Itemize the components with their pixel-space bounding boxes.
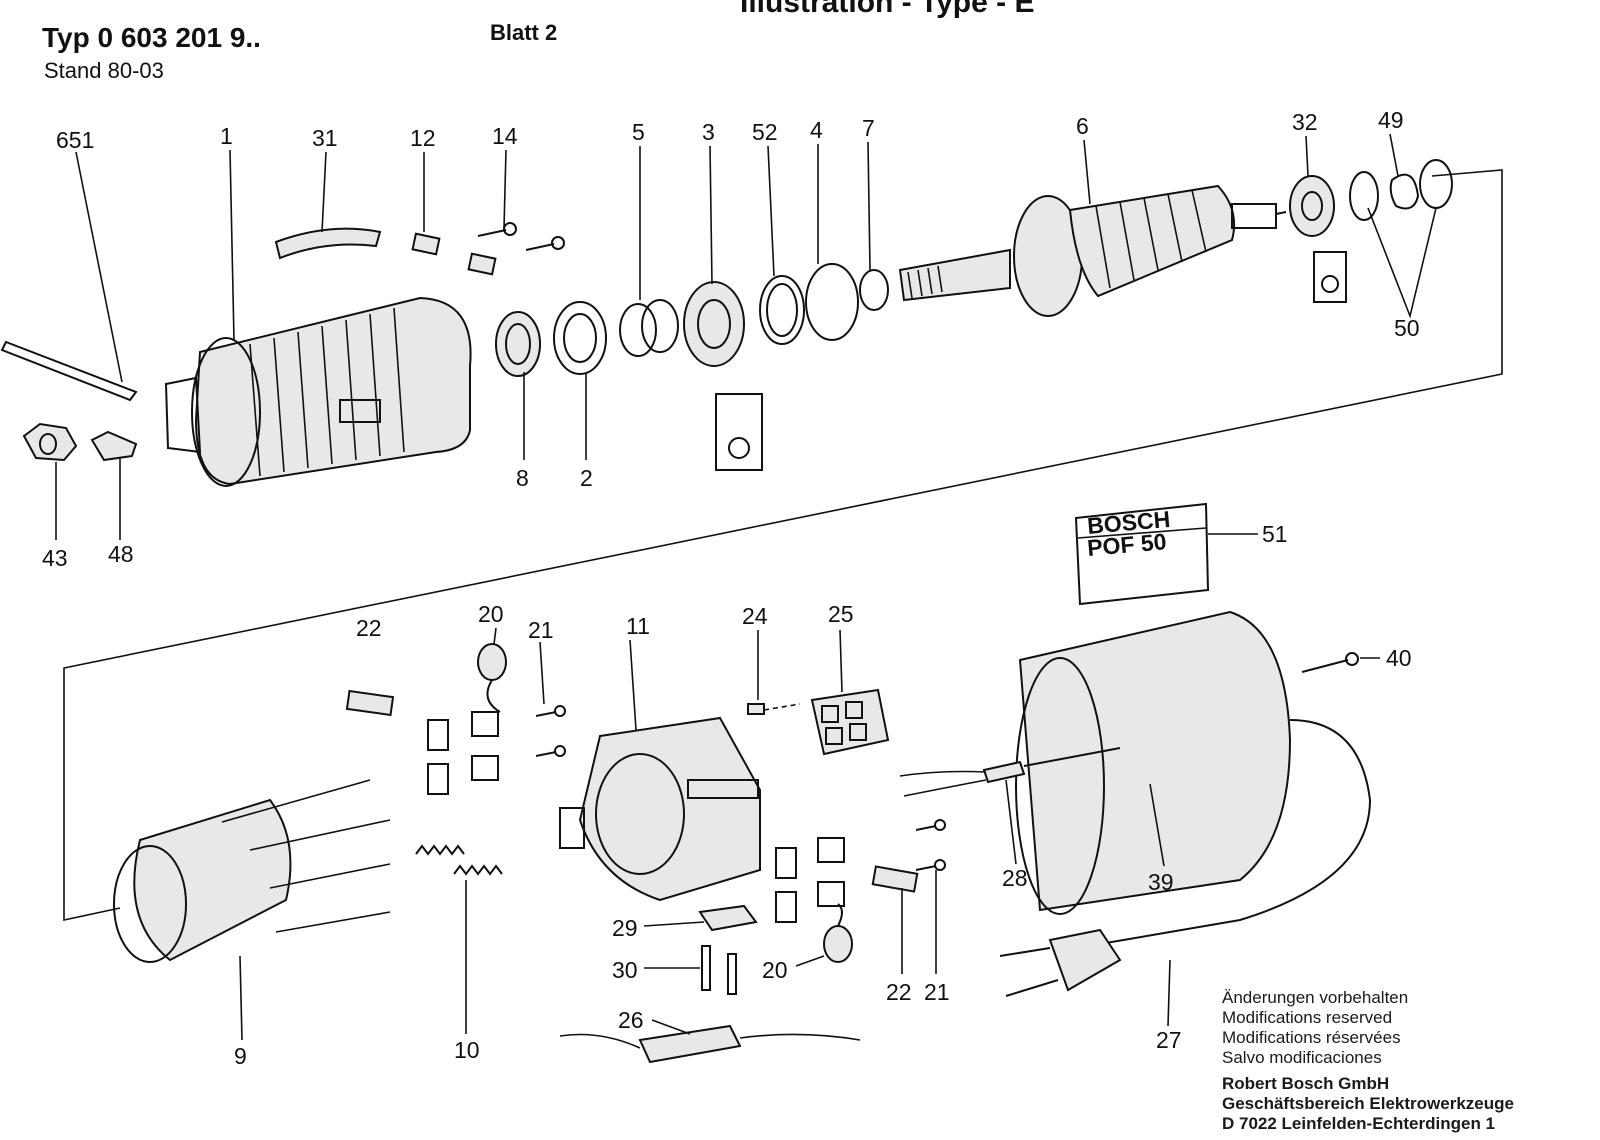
part-26-suppressor xyxy=(559,1024,861,1064)
callout-12: 12 xyxy=(410,125,436,151)
callout-21-bottom: 21 xyxy=(924,979,950,1005)
callout-25: 25 xyxy=(828,601,854,627)
callout-7: 7 xyxy=(862,115,875,141)
leader-lines xyxy=(55,133,1437,1041)
callout-4: 4 xyxy=(810,117,823,143)
part-22-carbon-brush xyxy=(345,689,919,893)
part-31-label xyxy=(274,227,382,260)
part-21-screw xyxy=(535,705,946,871)
footer-notes: Änderungen vorbehalten Modifications res… xyxy=(1222,988,1514,1134)
callout-22-bottom: 22 xyxy=(886,979,912,1005)
part-2-washer xyxy=(553,301,607,375)
callout-50: 50 xyxy=(1394,315,1420,341)
company-address: D 7022 Leinfelden-Echterdingen 1 xyxy=(1222,1114,1496,1133)
part-9-field-coil xyxy=(113,779,391,963)
callout-20-bottom: 20 xyxy=(762,957,788,983)
part-5-sleeve xyxy=(619,299,679,357)
callout-10: 10 xyxy=(454,1037,480,1063)
callout-28: 28 xyxy=(1002,865,1028,891)
part-20-brush-spring xyxy=(477,643,853,963)
part-12-clip xyxy=(411,232,497,276)
callout-1: 1 xyxy=(220,123,233,149)
part-11-brush-carrier xyxy=(559,716,761,902)
part-10-spring xyxy=(415,844,503,876)
part-43-nut xyxy=(22,422,78,462)
revision-stand: Stand 80-03 xyxy=(44,58,164,83)
callout-40: 40 xyxy=(1386,645,1412,671)
part-27-cord-plug xyxy=(999,719,1372,997)
modifications-de: Änderungen vorbehalten xyxy=(1222,988,1409,1007)
part-24-screw xyxy=(747,703,801,715)
part-4-circlip xyxy=(805,263,859,341)
type-number: Typ 0 603 201 9.. xyxy=(42,22,261,53)
part-3-ball-bearing xyxy=(683,281,763,471)
part-49-50-washers xyxy=(1349,159,1453,221)
company-name: Robert Bosch GmbH xyxy=(1222,1074,1390,1093)
part-1-motor-housing xyxy=(164,296,472,487)
callout-29: 29 xyxy=(612,915,638,941)
callout-31: 31 xyxy=(312,125,338,151)
part-brush-holders xyxy=(427,711,845,923)
sheet-number: Blatt 2 xyxy=(490,20,558,45)
part-651-rod xyxy=(0,340,138,402)
nameplate-model: POF 50 xyxy=(1086,528,1167,561)
part-29-clamp xyxy=(698,904,758,932)
callout-651: 651 xyxy=(56,127,94,153)
part-25-switch xyxy=(810,688,890,756)
callout-52: 52 xyxy=(752,119,778,145)
callout-9: 9 xyxy=(234,1043,247,1069)
modifications-en: Modifications reserved xyxy=(1222,1008,1393,1027)
part-8-felt-ring xyxy=(495,311,541,377)
part-48-collet xyxy=(90,430,138,462)
modifications-es: Salvo modificaciones xyxy=(1222,1048,1382,1067)
callout-14: 14 xyxy=(492,123,518,149)
callout-39: 39 xyxy=(1148,869,1174,895)
callout-26: 26 xyxy=(618,1007,644,1033)
group-frame xyxy=(63,169,1503,921)
part-6-armature xyxy=(898,184,1287,317)
callout-30: 30 xyxy=(612,957,638,983)
callout-labels: 651 1 31 12 14 5 3 52 4 7 6 32 49 50 8 2… xyxy=(42,107,1420,1069)
company-division: Geschäftsbereich Elektrowerkzeuge xyxy=(1222,1094,1514,1113)
callout-2: 2 xyxy=(580,465,593,491)
part-7-circlip xyxy=(859,269,889,311)
part-51-nameplate xyxy=(1074,502,1210,606)
callout-21-top: 21 xyxy=(528,617,554,643)
callout-27: 27 xyxy=(1156,1027,1182,1053)
part-39-handle xyxy=(1015,610,1292,915)
part-52-ring xyxy=(759,275,805,345)
callout-5: 5 xyxy=(632,119,645,145)
callout-43: 43 xyxy=(42,545,68,571)
callout-48: 48 xyxy=(108,541,134,567)
part-40-screw xyxy=(1301,652,1359,673)
callout-49: 49 xyxy=(1378,107,1404,133)
part-28-cable-grommet xyxy=(899,747,1121,797)
callout-8: 8 xyxy=(516,465,529,491)
part-32-bearing xyxy=(1289,175,1347,303)
callout-3: 3 xyxy=(702,119,715,145)
part-14-screw xyxy=(477,222,565,251)
callout-22-top: 22 xyxy=(356,615,382,641)
illustration-title: Illustration - Type - E xyxy=(740,0,1035,19)
callout-32: 32 xyxy=(1292,109,1318,135)
modifications-fr: Modifications réservées xyxy=(1222,1028,1401,1047)
part-30-screw xyxy=(701,945,737,995)
callout-24: 24 xyxy=(742,603,768,629)
callout-20-top: 20 xyxy=(478,601,504,627)
callout-51: 51 xyxy=(1262,521,1288,547)
callout-6: 6 xyxy=(1076,113,1089,139)
callout-11: 11 xyxy=(626,613,650,639)
